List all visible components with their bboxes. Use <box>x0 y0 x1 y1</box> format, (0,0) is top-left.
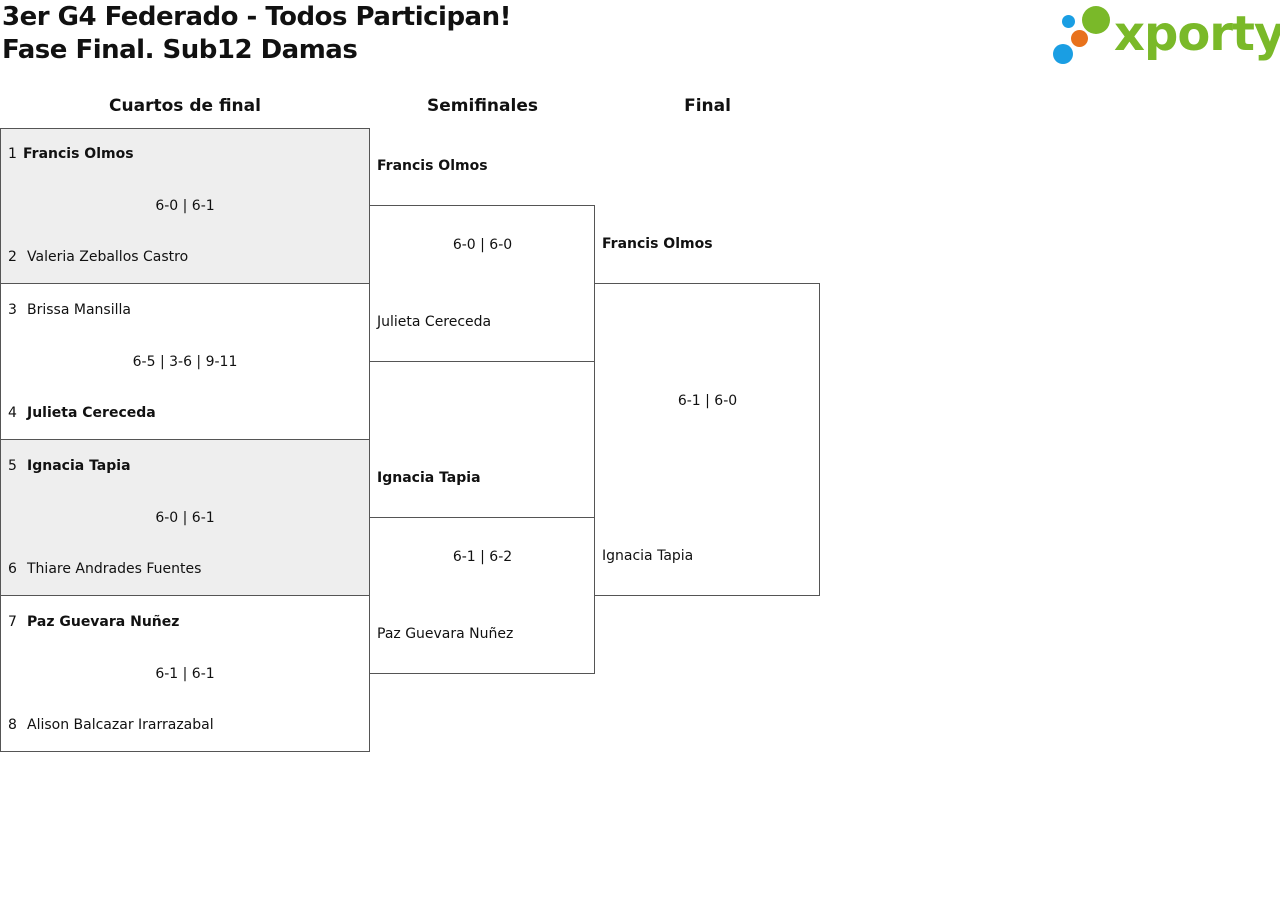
player-name: Paz Guevara Nuñez <box>27 614 180 630</box>
player-name: Valeria Zeballos Castro <box>27 249 189 265</box>
round-header-final: Final <box>684 96 731 116</box>
player-name: Francis Olmos <box>23 146 134 162</box>
qf-4-player-1[interactable]: 7 Paz Guevara Nuñez <box>8 613 179 631</box>
qf-4-score: 6-1 | 6-1 <box>155 666 215 682</box>
qf-2-player-2[interactable]: 4 Julieta Cereceda <box>8 404 156 422</box>
logo-dot-orange <box>1071 30 1088 47</box>
qf-1-score: 6-0 | 6-1 <box>155 198 215 214</box>
sf-match-box-1 <box>369 205 595 362</box>
final-player-2[interactable]: Ignacia Tapia <box>602 547 693 565</box>
player-name: Paz Guevara Nuñez <box>377 626 514 642</box>
player-name: Julieta Cereceda <box>377 314 492 330</box>
seed-number: 4 <box>8 405 17 421</box>
final-score: 6-1 | 6-0 <box>677 393 738 409</box>
player-name: Brissa Mansilla <box>27 302 131 318</box>
qf-3-score: 6-0 | 6-1 <box>155 510 215 526</box>
sf-2-player-2[interactable]: Paz Guevara Nuñez <box>377 625 513 643</box>
sf-1-score: 6-0 | 6-0 <box>452 237 513 253</box>
player-name: Francis Olmos <box>602 236 713 252</box>
final-match-box <box>594 283 820 596</box>
sf-1-player-1[interactable]: Francis Olmos <box>377 157 488 175</box>
qf-3-player-2[interactable]: 6 Thiare Andrades Fuentes <box>8 560 201 578</box>
sf-1-player-2[interactable]: Julieta Cereceda <box>377 313 491 331</box>
logo-text: xporty <box>1114 6 1280 62</box>
logo-dot-blue-large <box>1053 44 1073 64</box>
final-player-1[interactable]: Francis Olmos <box>602 235 713 253</box>
seed-number: 8 <box>8 717 17 733</box>
page-title: 3er G4 Federado - Todos Participan! <box>2 2 511 32</box>
seed-number: 7 <box>8 614 17 630</box>
seed-number: 1 <box>8 146 17 162</box>
player-name: Alison Balcazar Irarrazabal <box>27 717 214 733</box>
qf-4-player-2[interactable]: 8 Alison Balcazar Irarrazabal <box>8 716 214 734</box>
sf-match-box-2 <box>369 517 595 674</box>
player-name: Julieta Cereceda <box>27 405 156 421</box>
seed-number: 5 <box>8 458 17 474</box>
seed-number: 6 <box>8 561 17 577</box>
round-header-quarterfinals: Cuartos de final <box>109 96 261 116</box>
player-name: Ignacia Tapia <box>377 470 481 486</box>
logo-dot-green <box>1082 6 1110 34</box>
qf-3-player-1[interactable]: 5 Ignacia Tapia <box>8 457 131 475</box>
qf-1-player-2[interactable]: 2 Valeria Zeballos Castro <box>8 248 188 266</box>
sf-2-player-1[interactable]: Ignacia Tapia <box>377 469 481 487</box>
sf-2-score: 6-1 | 6-2 <box>452 549 513 565</box>
xporty-logo[interactable]: xporty <box>1052 4 1280 66</box>
qf-2-score: 6-5 | 3-6 | 9-11 <box>132 354 238 370</box>
seed-number: 3 <box>8 302 17 318</box>
player-name: Francis Olmos <box>377 158 488 174</box>
qf-match-box-3 <box>0 439 370 596</box>
round-header-semifinals: Semifinales <box>427 96 538 116</box>
qf-2-player-1[interactable]: 3 Brissa Mansilla <box>8 301 131 319</box>
qf-1-player-1[interactable]: 1 Francis Olmos <box>8 145 134 163</box>
logo-dot-blue-small <box>1062 15 1075 28</box>
player-name: Thiare Andrades Fuentes <box>27 561 202 577</box>
page-subtitle: Fase Final. Sub12 Damas <box>2 35 358 65</box>
seed-number: 2 <box>8 249 17 265</box>
player-name: Ignacia Tapia <box>27 458 131 474</box>
qf-match-box-1 <box>0 128 370 284</box>
player-name: Ignacia Tapia <box>602 548 694 564</box>
